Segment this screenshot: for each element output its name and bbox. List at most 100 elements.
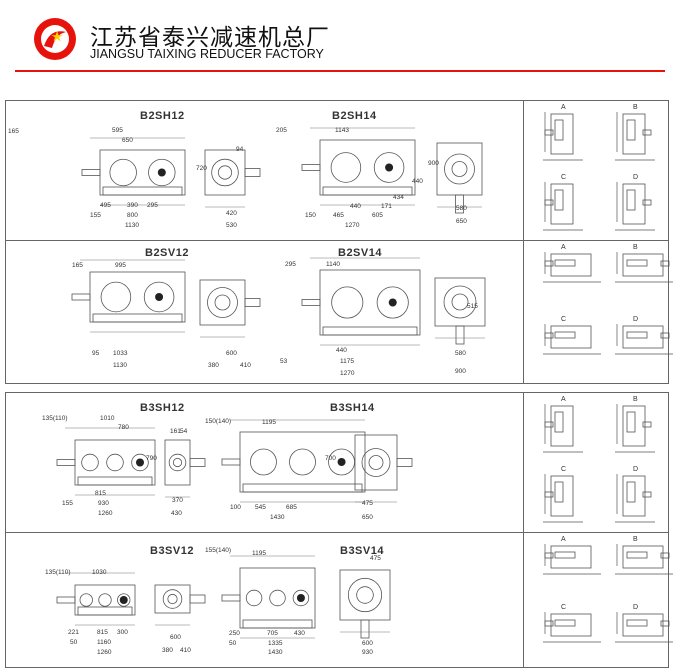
dimension-label: 1030 (92, 569, 107, 576)
mounting-diagram-box (550, 253, 592, 277)
dimension-label: 900 (428, 160, 439, 167)
output-flange-inner (368, 455, 384, 470)
dimension-label: 53 (280, 358, 288, 365)
dimension-label: 995 (115, 262, 126, 269)
mounting-position-label: C (561, 174, 567, 181)
dimension-label: 440 (350, 203, 361, 210)
output-shaft-center (119, 596, 128, 604)
dimension-label: 94 (236, 146, 244, 153)
dimension-label: 1270 (340, 370, 355, 377)
dimension-label: 380 (208, 362, 219, 369)
dimension-label: 800 (127, 212, 138, 219)
dimension-label: 370 (172, 497, 183, 504)
shaft-symbol (544, 199, 554, 206)
input-shaft (221, 458, 241, 466)
dimension-label: 600 (226, 350, 237, 357)
dimension-label: 650 (456, 218, 467, 225)
dimension-label: 165 (8, 128, 19, 135)
output-flange-inner (451, 293, 469, 311)
output-shaft (396, 458, 413, 467)
output-shaft (189, 594, 206, 604)
b3-drawing-group (5, 392, 669, 668)
gear-housing-circle (250, 448, 277, 476)
gear-housing-circle (143, 281, 175, 313)
dimension-label: 465 (333, 212, 344, 219)
gear-housing-circle (100, 281, 132, 313)
dimension-label: 495 (100, 202, 111, 209)
mounting-diagram-box (550, 405, 574, 447)
dimension-label: 434 (393, 194, 404, 201)
dimension-label: 515 (467, 303, 478, 310)
gear-train-symbol (626, 551, 648, 559)
dimension-label: 100 (230, 504, 241, 511)
gear-housing-circle (376, 286, 409, 319)
mounting-diagram-box (622, 405, 646, 447)
company-name-english: JIANGSU TAIXING REDUCER FACTORY (90, 47, 324, 61)
dimension-label: 1130 (113, 362, 127, 369)
mounting-position-label: D (633, 466, 639, 473)
dimension-label: 1033 (113, 350, 128, 357)
dimension-label: 815 (95, 490, 106, 497)
input-shaft (221, 594, 241, 602)
shaft-symbol (642, 491, 652, 498)
gear-train-symbol (626, 481, 636, 503)
dimension-label: 300 (117, 629, 128, 636)
gearbox-base (242, 619, 313, 629)
dimension-label: 1140 (326, 261, 340, 268)
dimension-label: 1160 (97, 639, 111, 646)
dimension-label: 1430 (268, 649, 283, 656)
mounting-position-label: C (561, 316, 567, 323)
dimension-label: 530 (226, 222, 237, 229)
gearbox-side-view (239, 431, 366, 493)
dimension-label: 54 (180, 428, 188, 435)
gear-train-symbol (554, 619, 576, 627)
gearbox-side-view (89, 271, 186, 323)
gear-train-symbol (554, 551, 576, 559)
dimension-label: 95 (92, 350, 100, 357)
mounting-diagram-box (622, 325, 664, 349)
output-flange-inner (217, 165, 233, 180)
company-name-chinese: 江苏省泰兴减速机总厂 (90, 25, 330, 51)
shaft-symbol (544, 552, 554, 559)
output-shaft-center (155, 293, 164, 301)
shaft-symbol (544, 620, 554, 627)
output-shaft (360, 619, 370, 639)
mounting-diagram-box (550, 475, 574, 517)
gear-housing-circle (106, 453, 124, 472)
gear-housing-circle (292, 589, 310, 607)
gear-train-symbol (626, 411, 636, 433)
gear-housing-circle (328, 448, 355, 476)
gear-housing-circle (81, 453, 99, 472)
mounting-position-label: B (633, 396, 638, 403)
dimension-label: 135(110) (45, 569, 71, 576)
dimension-label: 580 (456, 205, 467, 212)
mounting-position-label: C (561, 604, 567, 611)
mounting-position-label: D (633, 316, 639, 323)
dimension-label: 250 (229, 630, 240, 637)
gearbox-end-view (204, 149, 246, 196)
shaft-symbol (660, 552, 670, 559)
output-flange (211, 158, 239, 187)
gearbox-end-view (354, 434, 398, 491)
output-flange-inner (167, 593, 178, 605)
dimension-label: 930 (362, 649, 373, 656)
divider (5, 532, 669, 533)
model-title: B2SV12 (145, 247, 189, 259)
mounting-diagram-box (622, 183, 646, 225)
gearbox-end-view (436, 142, 483, 196)
input-shaft (301, 299, 321, 306)
shaft-symbol (660, 260, 670, 267)
input-shaft (301, 164, 321, 171)
dimension-label: 430 (294, 630, 305, 637)
output-shaft-center (385, 163, 394, 172)
gear-train-symbol (554, 331, 576, 339)
dimension-label: 50 (70, 639, 78, 646)
output-shaft (244, 298, 261, 307)
gearbox-base (77, 606, 133, 616)
model-title: B3SH12 (140, 402, 185, 414)
mounting-position-label: B (633, 104, 638, 111)
model-title: B2SH12 (140, 110, 185, 122)
gear-train-symbol (626, 331, 648, 339)
dimension-label: 600 (362, 640, 373, 647)
